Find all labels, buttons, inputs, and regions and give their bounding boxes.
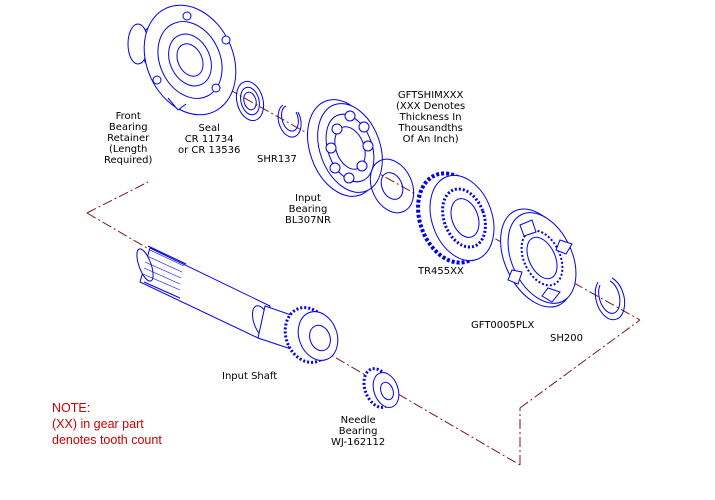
note-line: (XX) in gear part [52, 417, 144, 431]
needle-bearing-part [362, 367, 400, 409]
snap-ring-sh200-part [594, 277, 626, 321]
label-gear-tr455xx: TR455XX [418, 266, 464, 277]
label-needle-bearing: Needle Bearing WJ-162112 [331, 415, 386, 448]
input-shaft-part [136, 245, 339, 364]
label-front-bearing-retainer: Front Bearing Retainer (Length Required) [104, 111, 153, 166]
input-bearing-part [307, 99, 383, 197]
gear-plate-gft0005plx-part [500, 208, 577, 308]
label-snap-ring-sh200: SH200 [550, 333, 583, 344]
label-gear-plate-gft0005plx: GFT0005PLX [471, 320, 535, 331]
seal-part [235, 80, 265, 122]
tooth-count-note: NOTE: (XX) in gear part denotes tooth co… [52, 400, 162, 448]
note-line: NOTE: [52, 401, 91, 415]
front-bearing-retainer-part [127, 4, 237, 116]
label-shim: GFTSHIMXXX (XXX Denotes Thickness In Tho… [396, 90, 466, 145]
label-input-shaft: Input Shaft [222, 371, 278, 382]
label-seal: Seal CR 11734 or CR 13536 [178, 123, 241, 156]
shim-part [369, 158, 415, 214]
label-snap-ring-shr137: SHR137 [257, 154, 297, 165]
label-input-bearing: Input Bearing BL307NR [285, 193, 331, 226]
note-line: denotes tooth count [52, 433, 162, 447]
gear-tr455xx-part [416, 171, 495, 265]
snap-ring-shr137-part [277, 104, 302, 138]
